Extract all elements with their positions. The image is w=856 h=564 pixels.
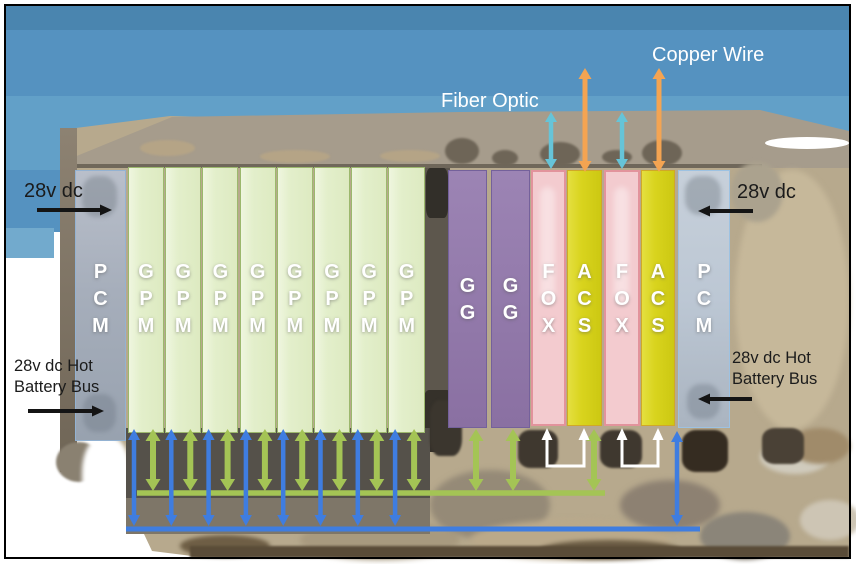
module-gg-2: G G <box>491 170 530 428</box>
shelf-shadow-streak <box>540 142 580 166</box>
module-gpm-8: G P M <box>388 167 425 433</box>
sky-top-band <box>6 6 849 30</box>
sky-left-strip <box>6 170 60 232</box>
under-module-dark-band <box>126 428 430 498</box>
cabinet-foot <box>600 430 642 468</box>
power-28v-left-label: 28v dc <box>24 180 83 202</box>
module-gpm-6: G P M <box>314 167 350 433</box>
sky-left-light-patch <box>6 228 54 258</box>
cabinet-front-lip <box>62 164 762 168</box>
module-pcm-left: P C M <box>75 170 126 441</box>
shelf-streak <box>260 150 330 163</box>
shelf-streak <box>380 150 440 162</box>
module-pcm-right: P C M <box>678 170 730 428</box>
module-fox-1: F O X <box>531 170 566 426</box>
terrain-patch <box>800 500 856 540</box>
shelf-shadow-streak <box>602 150 632 164</box>
module-gpm-1: G P M <box>128 167 164 433</box>
shelf-streak <box>140 140 195 156</box>
white-oval-shape <box>765 137 849 149</box>
module-acs-2: A C S <box>641 170 675 426</box>
bottom-brown-band <box>190 546 849 558</box>
under-module-mid-band <box>126 498 430 534</box>
copper-wire-label: Copper Wire <box>652 44 765 66</box>
module-fox-2: F O X <box>604 170 640 426</box>
cabinet-gap-shadow <box>426 168 448 218</box>
white-ground-blob <box>82 437 130 525</box>
power-28v-right-label: 28v dc <box>737 181 796 203</box>
module-gg-1: G G <box>448 170 487 428</box>
module-acs-1: A C S <box>567 170 602 426</box>
fiber-optic-label: Fiber Optic <box>441 90 539 112</box>
cabinet-foot <box>682 430 728 472</box>
module-gpm-4: G P M <box>239 167 276 433</box>
module-gpm-7: G P M <box>351 167 388 433</box>
shelf-shadow-streak <box>492 150 518 166</box>
module-gpm-2: G P M <box>165 167 202 433</box>
terrain-patch <box>620 480 720 530</box>
shelf-shadow-streak <box>642 140 682 166</box>
cabinet-foot <box>762 428 804 464</box>
module-gpm-3: G P M <box>202 167 239 433</box>
cabinet-foot <box>518 430 558 468</box>
hot-battery-bus-left-label: 28v dc Hot Battery Bus <box>14 357 100 396</box>
shelf-shadow-streak <box>445 138 479 164</box>
hot-battery-bus-right-label: 28v dc Hot Battery Bus <box>732 349 818 388</box>
cabinet-left-side <box>60 128 77 472</box>
module-gpm-5: G P M <box>276 167 313 433</box>
